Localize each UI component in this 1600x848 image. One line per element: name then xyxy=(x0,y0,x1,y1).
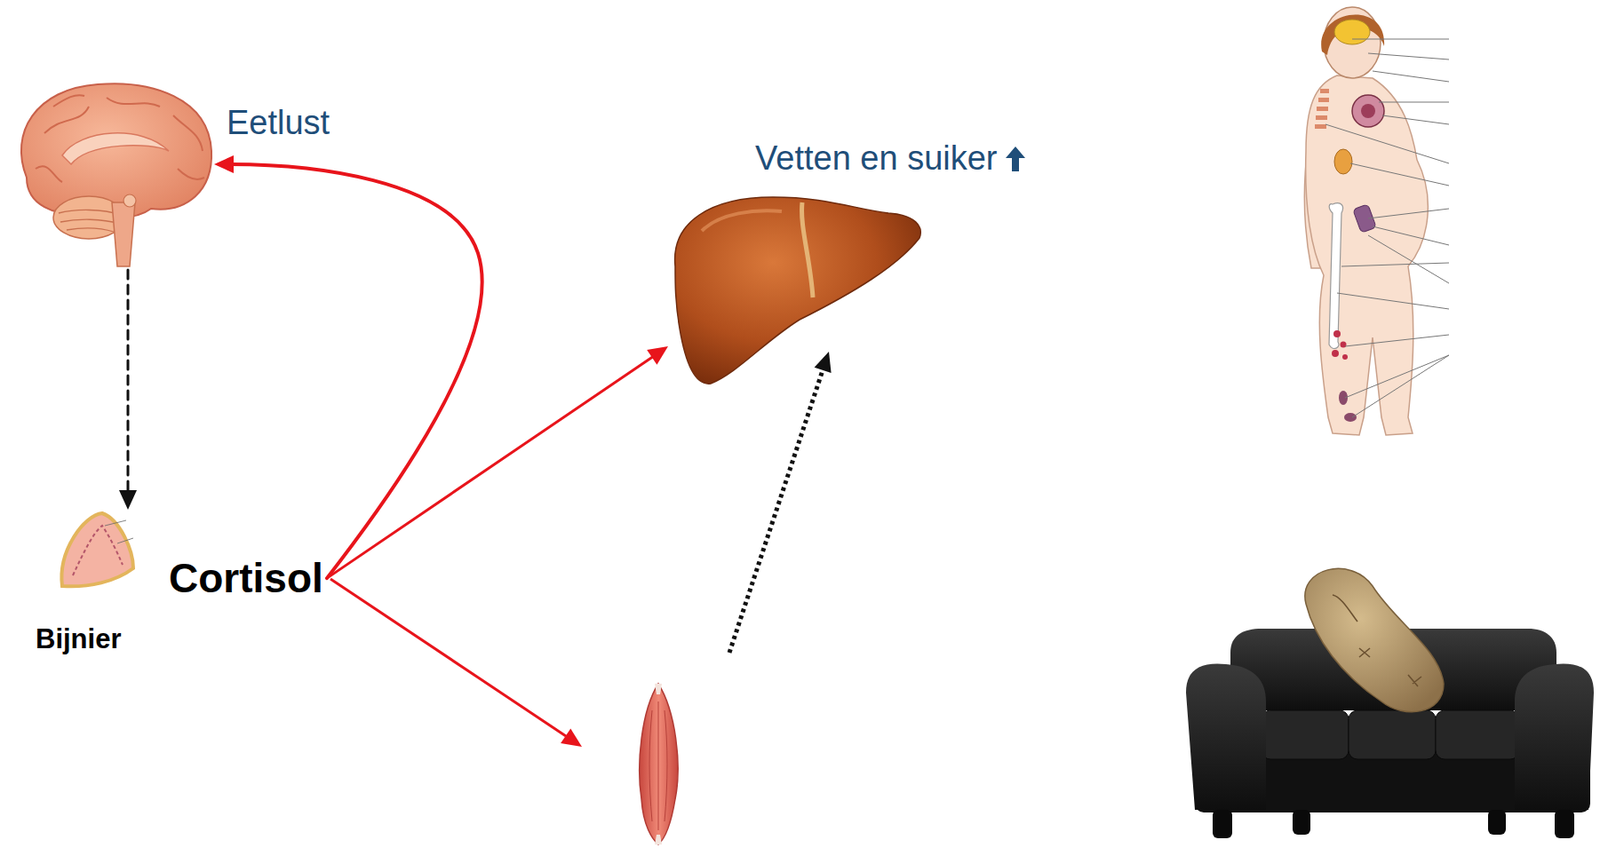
human-figure xyxy=(1334,19,1370,45)
increase-arrow-icon xyxy=(1004,145,1027,173)
human-figure xyxy=(1325,39,1449,418)
brain-illustration xyxy=(35,95,205,183)
hormone-label: Cortisol xyxy=(168,555,324,602)
human-figure xyxy=(1314,124,1327,129)
muscle-liver-arrow xyxy=(729,370,823,653)
cortisol-muscle-arrow xyxy=(330,579,582,748)
cortisol-arrow xyxy=(326,346,669,579)
gland-label-wrap: Bijnier xyxy=(35,623,121,657)
couch-potato-illustration xyxy=(1488,810,1506,836)
human-figure xyxy=(1331,350,1339,358)
cortisol-arrow xyxy=(214,155,483,579)
muscle-liver-arrow xyxy=(814,351,832,374)
brain-node: Eetlust xyxy=(10,81,215,271)
human-figure xyxy=(1333,330,1341,338)
human-figure xyxy=(1316,106,1329,112)
cortisol-arrow-head xyxy=(214,155,234,174)
couch-potato-illustration xyxy=(1292,810,1311,836)
couch-potato-illustration xyxy=(1212,810,1233,839)
human-figure xyxy=(1315,115,1328,120)
human-figure xyxy=(1321,14,1385,56)
appetite-label: Eetlust xyxy=(226,103,330,142)
couch-potato-illustration xyxy=(1332,595,1422,687)
couch-potato-illustration xyxy=(1186,663,1266,811)
cortisol-muscle-arrow xyxy=(560,729,582,749)
adrenal-node: CortisolBijnier xyxy=(35,509,327,663)
adrenal-illustration xyxy=(61,513,134,587)
brain-illustration xyxy=(62,133,169,165)
adrenal-illustration xyxy=(104,520,134,544)
gland-label: Bijnier xyxy=(35,623,121,655)
human-figure xyxy=(1320,88,1330,94)
human-figure xyxy=(1344,413,1357,422)
couch-potato-illustration xyxy=(1261,710,1349,760)
liver-illustration xyxy=(675,197,922,384)
increase-arrow-icon xyxy=(1005,146,1026,172)
cortisol-arrow-line xyxy=(326,355,655,579)
human-figure xyxy=(1353,204,1377,233)
cortisol-muscle-arrow xyxy=(330,579,566,737)
dashed-arrow-head xyxy=(119,490,137,510)
couch-potato-illustration xyxy=(1186,568,1594,839)
couch-potato-illustration xyxy=(1305,568,1444,712)
couch-potato-illustration xyxy=(1554,810,1575,839)
dashed-arrow xyxy=(119,270,137,510)
effect-label: Vetten en suiker xyxy=(755,139,998,177)
muscle-illustration xyxy=(639,684,678,845)
human-figure xyxy=(1318,97,1330,103)
human-figure xyxy=(1304,7,1449,436)
dashed-arrow-line xyxy=(127,270,130,494)
effect-label-wrap: Vetten en suiker xyxy=(755,138,1027,179)
liver-illustration xyxy=(701,210,782,231)
couch-potato-illustration xyxy=(1435,710,1520,760)
human-figure xyxy=(1342,354,1348,360)
human-figure xyxy=(1334,149,1353,175)
muscle-illustration xyxy=(649,701,668,831)
liver-illustration xyxy=(675,197,922,384)
human-figure xyxy=(1329,203,1344,350)
hormone-label-wrap: Cortisol xyxy=(168,554,324,603)
brain-illustration xyxy=(123,194,136,207)
adrenal-illustration xyxy=(61,513,134,587)
appetite-label-wrap: Eetlust xyxy=(226,103,330,144)
liver-illustration xyxy=(802,202,813,298)
liver-node: Vetten en suiker xyxy=(668,193,924,386)
cortisol-arrow-line xyxy=(230,164,483,579)
muscle-liver-arrow xyxy=(729,351,832,653)
human-figure xyxy=(1352,95,1385,128)
cortisol-arrow-head xyxy=(646,346,669,366)
brain-illustration xyxy=(21,83,212,218)
human-figure xyxy=(1305,75,1429,436)
muscle-illustration xyxy=(654,684,662,845)
adrenal-illustration xyxy=(72,525,123,576)
brain-illustration xyxy=(58,209,121,232)
brain-illustration xyxy=(111,202,136,267)
couch-potato-illustration xyxy=(1348,710,1436,760)
couch-potato-illustration xyxy=(1514,663,1594,811)
brain-illustration xyxy=(21,83,212,267)
human-figure xyxy=(1338,390,1348,406)
muscle-illustration xyxy=(639,684,678,845)
human-figure xyxy=(1361,103,1376,119)
